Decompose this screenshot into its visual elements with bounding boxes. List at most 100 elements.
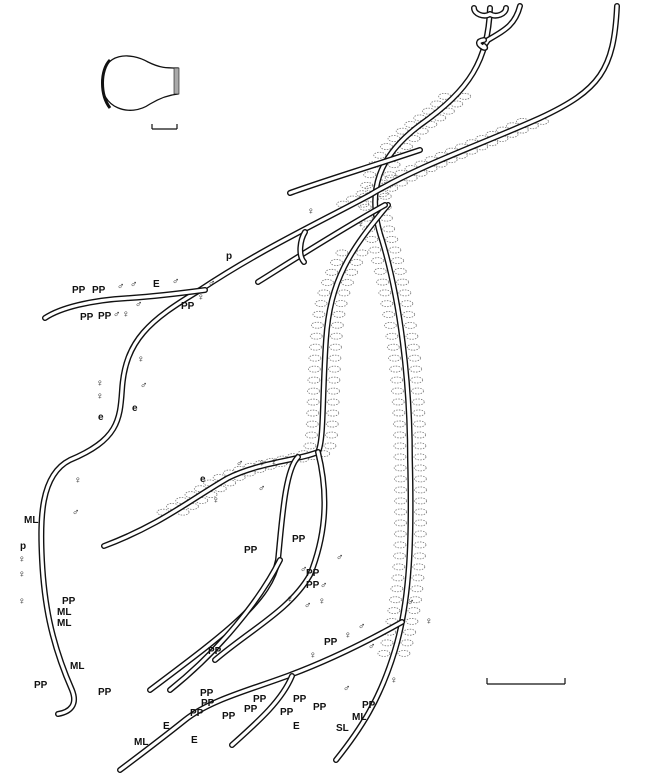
zooid-outline	[414, 508, 428, 516]
zooid-outline	[309, 332, 323, 340]
zooid-label: PP	[306, 580, 320, 591]
zooid-outline	[391, 257, 405, 265]
zooid-outline	[413, 442, 427, 450]
zooid-outline	[380, 300, 394, 308]
zooid-outline	[411, 574, 425, 582]
zooid-outline	[384, 321, 397, 329]
zooid-outline	[387, 607, 401, 614]
zooid-label: ♀	[270, 457, 278, 468]
stolon-3	[472, 6, 508, 18]
zooid-label: e	[200, 474, 206, 485]
zooid-outline	[385, 236, 399, 243]
zooid-outline	[362, 225, 376, 233]
zooid-label: PP	[324, 637, 338, 648]
zooid-label: ♂	[358, 621, 366, 632]
zooid-label: ♀	[18, 596, 26, 607]
zooid-label: PP	[222, 711, 236, 722]
zooid-label: E	[293, 721, 300, 732]
zooid-outline	[394, 475, 407, 483]
zooid-label: PP	[34, 680, 48, 691]
zooid-label: ♀	[18, 554, 26, 565]
zooid-label: ♂	[113, 309, 121, 320]
zooid-outline	[307, 365, 321, 373]
zooid-outline	[360, 181, 374, 189]
zooid-outline	[393, 552, 406, 560]
zooid-outline	[413, 431, 427, 439]
zooid-outline	[335, 249, 349, 257]
zooid-label: p	[20, 541, 26, 552]
zooid-outline	[413, 530, 427, 538]
zooid-label: PP	[200, 688, 214, 699]
zooid-outline	[394, 519, 407, 527]
zooid-outline	[412, 563, 426, 571]
zooid-label: ♂	[258, 483, 266, 494]
zooid-outline	[329, 343, 342, 351]
zooid-outline	[414, 475, 427, 483]
zooid-outline	[411, 398, 425, 406]
zooid-label: PP	[98, 311, 112, 322]
zooid-outline	[408, 354, 421, 362]
zooid-outline	[341, 279, 354, 286]
zooid-outline	[305, 420, 319, 428]
zooid-label: ♂	[236, 458, 244, 469]
zooid-label: p	[226, 251, 232, 262]
zooid-outline	[403, 628, 417, 636]
zooid-outline	[407, 607, 421, 614]
stolon-8	[168, 558, 282, 692]
zooid-label: PP	[80, 312, 94, 323]
zooid-label: PP	[313, 702, 327, 713]
zooid-label: ♀	[96, 391, 104, 402]
zooid-label: ♂	[407, 597, 415, 608]
zooid-outline	[365, 236, 379, 243]
zooid-label: ML	[57, 618, 71, 629]
zooid-outline	[325, 268, 339, 276]
zooid-outline	[377, 650, 391, 657]
zooid-outline	[394, 497, 408, 505]
zooid-outline	[373, 151, 387, 159]
zooid-outline	[393, 453, 407, 461]
zooid-outline	[394, 486, 407, 494]
zooid-outline	[378, 192, 392, 200]
zooid-outline	[389, 365, 403, 373]
zooid-label: E	[153, 279, 160, 290]
stolon-13	[43, 288, 207, 320]
zooid-label: PP	[362, 700, 376, 711]
zooid-outline	[390, 585, 404, 593]
zooid-label: ♀	[258, 458, 266, 469]
zooid-label: PP	[244, 704, 258, 715]
zooid-outline	[412, 420, 426, 428]
zooid-outline	[410, 585, 424, 593]
zooid-label: ♀	[307, 206, 315, 217]
zooid-outlines	[156, 92, 549, 657]
zooid-outline	[414, 486, 427, 494]
zooid-outline	[308, 354, 322, 362]
stolon-2	[482, 4, 522, 48]
zooid-outline	[303, 442, 317, 450]
zooid-outline	[350, 259, 363, 266]
zooid-outline	[388, 354, 401, 362]
zooid-outline	[458, 92, 472, 100]
zooid-outline	[306, 398, 320, 406]
zooid-label: SL	[336, 723, 349, 734]
zooid-label: ♂	[117, 281, 125, 292]
inset-scale-bar	[151, 124, 178, 130]
zooid-outline	[330, 259, 343, 266]
zooid-label: ML	[57, 607, 71, 618]
zooid-outline	[406, 343, 420, 351]
zooid-label: ♀	[309, 650, 317, 661]
zooid-outline	[323, 442, 337, 450]
zooid-label: ♀	[344, 630, 352, 641]
stolons	[38, 3, 620, 773]
zooid-outline	[327, 365, 341, 373]
zooid-outline	[321, 279, 334, 286]
zooid-label: ML	[24, 515, 38, 526]
zooid-outline	[306, 409, 320, 417]
zooid-label: ♂	[140, 380, 148, 391]
zooid-label: PP	[190, 708, 204, 719]
zooid-label: ML	[134, 737, 148, 748]
zooid-outline	[394, 508, 408, 516]
zooid-label: ♂	[208, 278, 216, 289]
zooid-label: ♀	[357, 219, 365, 230]
zooid-outline	[414, 519, 427, 527]
zooid-label: ♀	[96, 378, 104, 389]
